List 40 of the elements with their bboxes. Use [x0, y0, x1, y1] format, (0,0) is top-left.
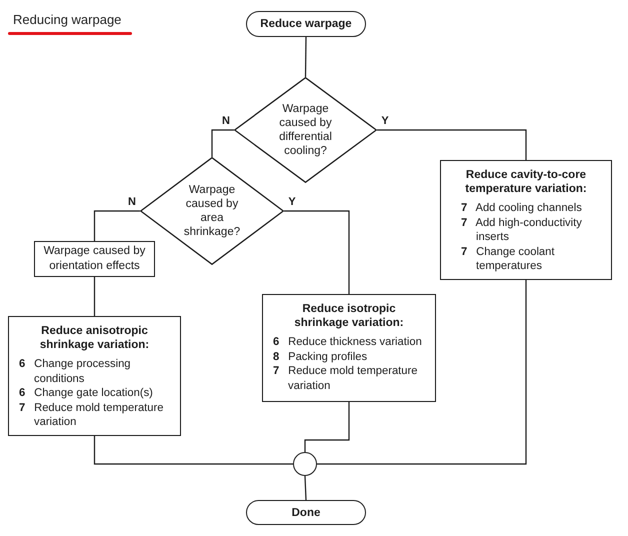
terminator	[246, 11, 366, 37]
box-heading: Reduce anisotropic shrinkage variation:	[38, 324, 150, 352]
process-box	[440, 160, 612, 280]
list-item: 6 Reduce thickness variation	[273, 335, 423, 350]
connector-line	[94, 436, 293, 465]
connector-line	[211, 129, 234, 157]
connector-line	[304, 476, 307, 500]
process-box	[34, 241, 155, 277]
list-item: 6 Change gate location(s)	[19, 386, 154, 400]
connector-line	[94, 210, 140, 241]
connector-line	[304, 402, 350, 452]
list-item: 7 Reduce mold temperature variation	[273, 364, 418, 393]
decision-text: Warpage caused by area shrinkage?	[182, 183, 242, 239]
list-item: 7 Add cooling channels	[461, 201, 583, 216]
connector-line	[304, 37, 307, 77]
process-box	[262, 294, 436, 402]
title: Reducing warpage	[13, 12, 122, 28]
list-item: 7 Change coolant temperatures	[461, 244, 556, 274]
box-heading: Reduce isotropic shrinkage variation:	[293, 302, 405, 330]
box-heading: Reduce cavity-to-core temperature variation:	[464, 168, 588, 196]
box-text: Warpage caused by orientation effects	[42, 244, 146, 274]
terminator	[246, 500, 366, 525]
edge-label: N	[221, 115, 231, 127]
decision-text: Warpage caused by differential cooling?	[278, 102, 333, 158]
terminator-label: Reduce warpage	[260, 17, 352, 31]
connector-line	[317, 280, 527, 465]
decision-diamond	[234, 77, 377, 183]
junction-circle	[293, 452, 317, 476]
process-box	[8, 316, 181, 436]
edge-label: Y	[380, 115, 390, 127]
list-item: 8 Packing profiles	[273, 350, 368, 364]
list-item: 7 Add high-conductivity inserts	[461, 216, 583, 244]
connector-line	[377, 129, 527, 160]
list-item: 7 Reduce mold temperature variation	[19, 400, 164, 430]
connector-line	[94, 277, 96, 316]
terminator-label: Done	[292, 506, 320, 520]
edge-label: N	[127, 196, 137, 208]
edge-label: Y	[287, 196, 297, 208]
connector-line	[284, 210, 350, 294]
list-item: 6 Change processing conditions	[19, 357, 132, 386]
